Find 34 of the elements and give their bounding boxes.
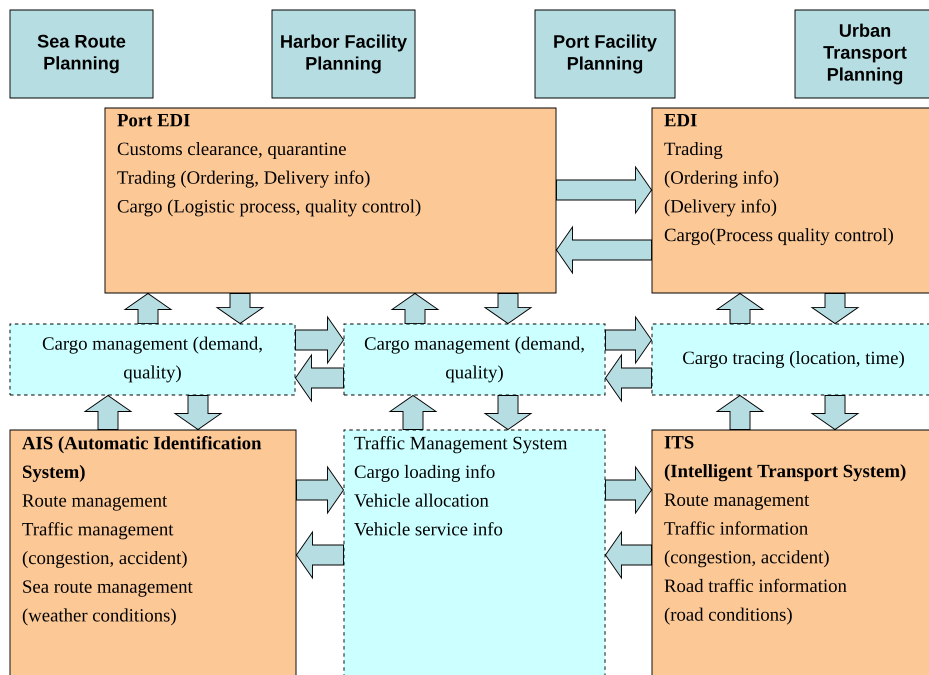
block-arrow: [810, 395, 860, 430]
block-arrow: [388, 394, 438, 430]
block-arrow: [810, 293, 860, 324]
planning-box: Sea Route Planning: [10, 10, 154, 98]
function-box: Cargo management (demand, quality): [344, 324, 606, 396]
system-box: Port EDI Customs clearance, quarantine Trading (Ordering, Delivery info) Cargo (Logistic process, quality control): [104, 108, 556, 294]
block-arrow: [604, 354, 652, 402]
block-arrow: [605, 466, 652, 514]
block-arrow: [216, 293, 264, 324]
block-arrow: [390, 292, 440, 324]
block-arrow: [716, 394, 764, 430]
block-arrow: [716, 292, 764, 324]
block-arrow: [484, 395, 532, 430]
function-box: Cargo tracing (location, time): [652, 324, 929, 396]
block-arrow: [556, 166, 652, 214]
function-box: Traffic Management System Cargo loading info Vehicle allocation Vehicle service info: [344, 430, 606, 675]
system-box: AIS (Automatic Identification System) Route management Traffic management (congestion, accident) Sea route management (weather conditions): [10, 430, 296, 675]
block-arrow: [296, 466, 344, 514]
block-arrow: [294, 354, 344, 402]
block-arrow: [556, 226, 652, 274]
block-arrow: [604, 530, 652, 580]
block-arrow: [84, 394, 132, 430]
block-arrow: [124, 292, 172, 324]
function-box: Cargo management (demand, quality): [10, 324, 296, 396]
block-arrow: [295, 316, 344, 364]
planning-box: Port Facility Planning: [534, 10, 676, 98]
block-arrow: [296, 530, 344, 580]
planning-box: Harbor Facility Planning: [272, 10, 416, 98]
block-arrow: [605, 316, 652, 364]
block-arrow: [174, 395, 222, 430]
planning-box: Urban Transport Planning: [794, 10, 929, 98]
system-box: ITS (Intelligent Transport System) Route management Traffic information (congestion, accident) Road traffic information (road conditions): [652, 430, 929, 675]
block-arrow: [484, 293, 532, 324]
system-box: EDI Trading (Ordering info) (Delivery info) Cargo(Process quality control): [652, 108, 929, 294]
